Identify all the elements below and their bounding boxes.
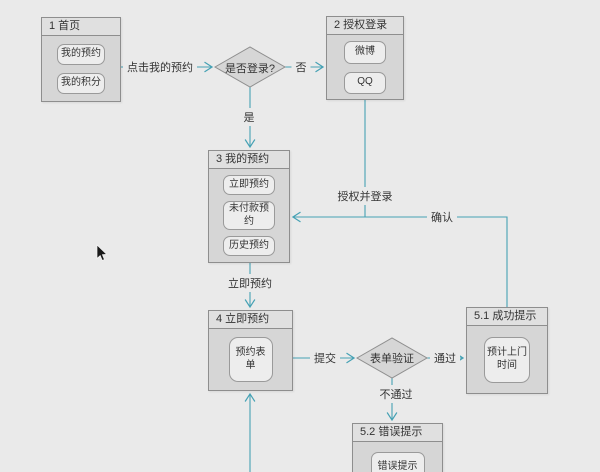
node-homepage[interactable]: 1 首页 我的预约 我的积分 [41,17,121,102]
auth-qq-button[interactable]: QQ [344,71,386,94]
my-bookings-book-now-button[interactable]: 立即预约 [223,175,275,195]
auth-weibo-button[interactable]: 微博 [344,40,386,64]
decision-is-logged-in-label: 是否登录? [224,63,276,75]
node-homepage-title: 1 首页 [42,18,120,36]
mouse-cursor [96,244,108,261]
decision-form-validation-label: 表单验证 [370,353,414,365]
my-bookings-history-button[interactable]: 历史预约 [223,236,275,256]
node-success-tip-title: 5.1 成功提示 [467,308,547,326]
node-book-now[interactable]: 4 立即预约 预约表单 [208,310,293,391]
edge-label-submit: 提交 [310,349,340,367]
node-my-bookings-title: 3 我的预约 [209,151,289,169]
homepage-my-bookings-button[interactable]: 我的预约 [57,43,105,65]
node-auth-login[interactable]: 2 授权登录 微博 QQ [326,16,404,100]
edge-label-authorize-and-login: 授权并登录 [333,187,397,205]
homepage-my-points-button[interactable]: 我的积分 [57,72,105,94]
edge-label-no: 否 [291,58,311,76]
edge-label-fail: 不通过 [375,385,417,403]
my-bookings-unpaid-button[interactable]: 未付款预约 [223,201,275,230]
edge-label-book-now: 立即预约 [224,274,276,292]
edge-label-pass: 通过 [430,349,460,367]
node-success-tip[interactable]: 5.1 成功提示 预计上门时间 [466,307,548,394]
success-eta-button[interactable]: 预计上门时间 [484,336,530,383]
edge-label-confirm: 确认 [427,208,457,226]
edge-label-yes: 是 [239,108,259,126]
node-error-tip-title: 5.2 错误提示 [353,424,442,442]
edge-label-click-my-booking: 点击我的预约 [123,58,197,76]
connector-confirm-to-my-bookings [291,211,508,307]
node-book-now-title: 4 立即预约 [209,311,292,329]
error-message-button[interactable]: 错误提示 [370,452,425,472]
node-error-tip[interactable]: 5.2 错误提示 错误提示 [352,423,443,472]
node-my-bookings[interactable]: 3 我的预约 立即预约 未付款预约 历史预约 [208,150,290,263]
book-now-form-button[interactable]: 预约表单 [228,337,273,382]
node-auth-login-title: 2 授权登录 [327,17,403,35]
